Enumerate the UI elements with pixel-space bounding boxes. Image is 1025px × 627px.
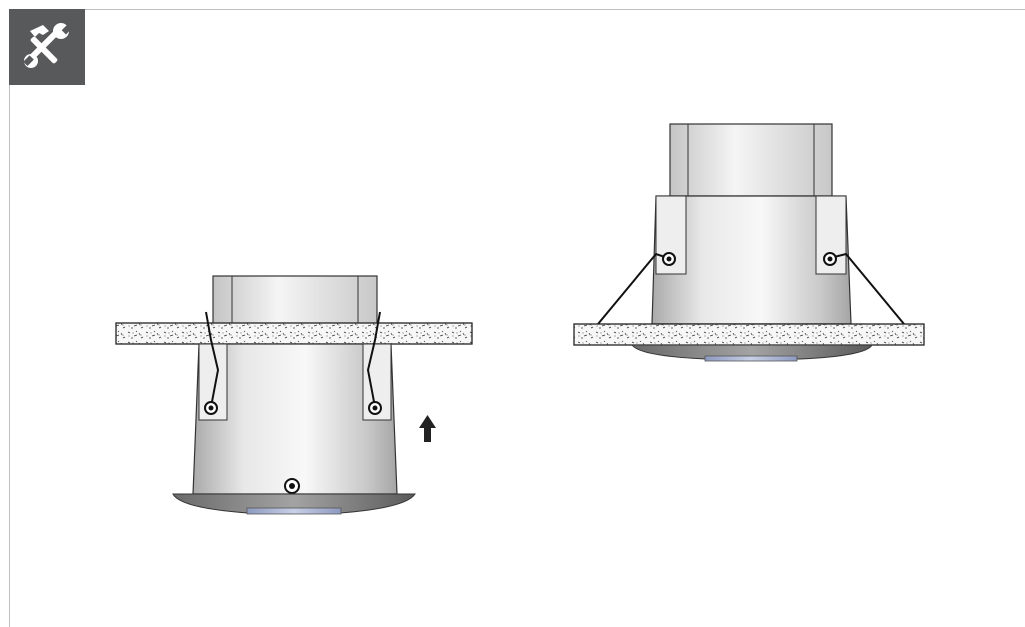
arrow-up-icon [419, 415, 436, 442]
ceiling-board [573, 323, 925, 346]
step-1-illustration [115, 275, 473, 515]
ceiling-board [115, 322, 473, 345]
sensor-lens [246, 507, 342, 515]
sensor-bezel [631, 344, 873, 360]
tools-hammer-wrench-icon [9, 9, 85, 85]
sensor-top-sleeve [212, 275, 378, 325]
sensor-lens [704, 355, 798, 362]
sensor-top-sleeve [669, 123, 833, 197]
step-2-illustration [573, 123, 925, 362]
sensor-housing [597, 195, 905, 325]
sensor-housing [192, 311, 398, 495]
